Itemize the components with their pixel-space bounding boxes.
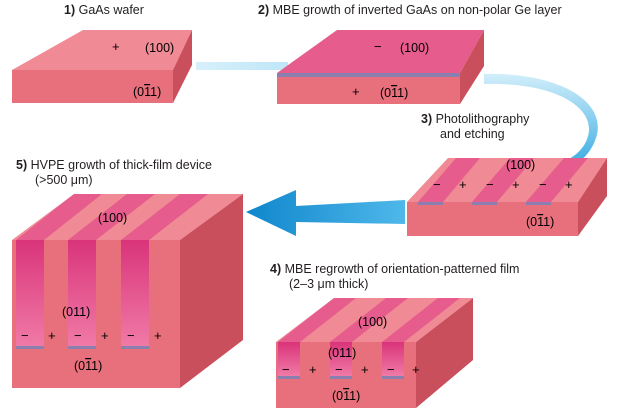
step-5-text-line2: (>500 μm) <box>35 173 93 187</box>
wafer-side-face <box>173 30 192 103</box>
regrowth-plane-011: (011) <box>328 346 356 360</box>
straight-connector <box>196 62 288 70</box>
block-3-etched: − + − + − + (100) (011) <box>407 158 607 236</box>
regrowth-top-stripe-1 <box>278 298 356 342</box>
thick-ge-3 <box>121 346 149 349</box>
etched-side-face <box>578 158 607 236</box>
thick-ge-1 <box>16 346 44 349</box>
thick-plane-011: (011) <box>62 305 90 319</box>
etched-stripe-3 <box>526 158 588 202</box>
inverted-plane-100: (100) <box>400 41 429 55</box>
regrowth-stripe-1 <box>278 342 300 376</box>
ge-layer <box>277 73 460 77</box>
regrowth-plane-100: (100) <box>358 315 387 329</box>
thick-minus-1: − <box>21 328 29 343</box>
arrow-3-to-5 <box>246 190 405 236</box>
curved-connector <box>484 73 598 176</box>
wafer-top-face <box>12 30 192 70</box>
thick-plus-3: + <box>154 328 162 343</box>
regrowth-ge-2 <box>330 376 352 379</box>
thick-side-face <box>180 194 243 388</box>
wafer-plane-100: (100) <box>145 41 174 55</box>
thick-plane-0-11: (011) <box>74 359 102 373</box>
step-1-number: 1) <box>64 3 76 17</box>
regrowth-plus-1: + <box>309 362 317 377</box>
etched-plane-0-11: (011) <box>526 215 554 229</box>
step-4-text-line2: (2–3 μm thick) <box>289 277 369 291</box>
regrowth-top-stripe-2 <box>330 298 408 342</box>
regrowth-minus-2: − <box>335 362 343 377</box>
regrowth-top-stripe-3 <box>382 298 460 342</box>
step-4-number: 4) <box>270 262 282 276</box>
step-5-number: 5) <box>16 158 28 172</box>
substrate-plane-0-11: (011) <box>380 86 408 100</box>
block-2-inverted: − (100) + (011) <box>277 30 484 104</box>
thick-stripe-2 <box>68 240 96 346</box>
wafer-plane-0-11: (011) <box>133 85 161 99</box>
etched-front-face <box>407 202 578 236</box>
thick-minus-2: − <box>74 328 82 343</box>
etched-ge-3 <box>526 202 551 205</box>
etched-plus-2: + <box>512 177 520 192</box>
regrowth-minus-1: − <box>282 362 290 377</box>
thick-stripe-1 <box>16 240 44 346</box>
etched-plus-1: + <box>459 177 467 192</box>
step-5-caption: 5) HVPE growth of thick-film device (>50… <box>16 158 212 188</box>
regrowth-stripe-2 <box>330 342 352 376</box>
etched-plane-100: (100) <box>506 158 535 172</box>
etched-ge-2 <box>472 202 497 205</box>
step-4-caption: 4) MBE regrowth of orientation-patterned… <box>270 262 519 292</box>
step-4-text: MBE regrowth of orientation-patterned fi… <box>284 262 520 276</box>
thick-plane-100: (100) <box>98 211 127 225</box>
inverted-side-face <box>460 30 484 104</box>
etched-stripe-1 <box>418 158 480 202</box>
wafer-polarity-plus: + <box>112 39 120 54</box>
substrate-polarity-plus: + <box>352 84 360 99</box>
step-5-text: HVPE growth of thick-film device <box>30 158 212 172</box>
regrowth-stripe-3 <box>382 342 404 376</box>
arrow-1-to-2 <box>196 62 288 70</box>
step-2-number: 2) <box>258 3 270 17</box>
thick-stripe-3 <box>121 240 149 346</box>
regrowth-ge-1 <box>278 376 300 379</box>
big-left-arrow <box>246 190 405 236</box>
etched-ge-1 <box>418 202 443 205</box>
inverted-top-face <box>277 30 484 73</box>
substrate-front-face <box>277 77 460 104</box>
thick-top-stripe-3 <box>121 194 208 240</box>
step-3-text-line2: and etching <box>440 127 505 141</box>
block-1-wafer: + (100) (011) <box>12 30 192 103</box>
block-5-thick-film: (100) (011) − + − + − + (011) <box>12 194 243 388</box>
regrowth-side-face <box>416 298 473 408</box>
etched-minus-1: − <box>433 177 441 192</box>
regrowth-ge-3 <box>382 376 404 379</box>
thick-plus-1: + <box>48 328 56 343</box>
step-3-text: Photolithography <box>435 112 530 126</box>
thick-top-stripe-2 <box>68 194 155 240</box>
regrowth-plus-2: + <box>361 362 369 377</box>
regrowth-plane-0-11: (011) <box>332 389 360 403</box>
etched-minus-2: − <box>486 177 494 192</box>
regrowth-minus-3: − <box>387 362 395 377</box>
etched-stripe-2 <box>472 158 534 202</box>
wafer-front-face <box>12 70 173 103</box>
etched-minus-3: − <box>539 177 547 192</box>
regrowth-plus-3: + <box>412 362 420 377</box>
inverted-polarity-minus: − <box>374 39 382 54</box>
etched-plus-3: + <box>565 177 573 192</box>
step-1-text: GaAs wafer <box>78 3 144 17</box>
block-4-regrowth: (100) (011) − + − + − + (011) <box>276 298 473 408</box>
step-3-caption: 3) Photolithography and etching <box>421 112 529 142</box>
step-3-number: 3) <box>421 112 433 126</box>
step-2-text: MBE growth of inverted GaAs on non-polar… <box>272 3 562 17</box>
thick-plus-2: + <box>101 328 109 343</box>
thick-ge-2 <box>68 346 96 349</box>
thick-top-stripe-1 <box>16 194 102 240</box>
step-2-caption: 2) MBE growth of inverted GaAs on non-po… <box>258 3 562 18</box>
thick-minus-3: − <box>127 328 135 343</box>
step-1-caption: 1) GaAs wafer <box>64 3 144 18</box>
